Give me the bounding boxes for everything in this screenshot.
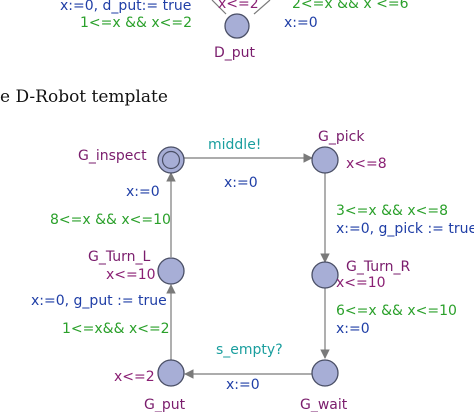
update-pick-to-turn-r: x:=0, g_pick := true <box>336 221 474 237</box>
top-guard-left: 1<=x && x<=2 <box>80 15 192 31</box>
top-fragment: x:=0, d_put:= true x<=2 2<=x && x <=6 1<… <box>60 0 409 61</box>
top-invariant-partial: x<=2 <box>218 0 259 12</box>
state-name-g-pick: G_pick <box>318 129 365 145</box>
edge-into-d-put-left <box>211 0 227 15</box>
invariant-g-turn-r: x<=10 <box>336 275 386 291</box>
sync-s-empty: s_empty? <box>216 342 283 358</box>
location-g-pick <box>311 146 339 174</box>
update-put-to-turn-l: x:=0, g_put := true <box>31 293 167 309</box>
update-wait-to-put: x:=0 <box>226 377 260 393</box>
invariant-g-pick: x<=8 <box>346 156 387 172</box>
guard-put-to-turn-l: 1<=x&& x<=2 <box>62 321 170 337</box>
sync-middle: middle! <box>208 137 261 153</box>
edge-into-d-put-right <box>253 0 271 15</box>
location-g-turn-r <box>311 261 339 289</box>
locations <box>157 146 339 387</box>
top-update-left: x:=0, d_put:= true <box>60 0 191 14</box>
initial-location-marker <box>161 150 181 170</box>
state-name-g-inspect: G_inspect <box>78 148 147 164</box>
state-name-g-turn-l: G_Turn_L <box>88 249 151 265</box>
location-d-put <box>224 13 250 39</box>
location-g-put <box>157 359 185 387</box>
update-inspect-to-pick: x:=0 <box>224 175 258 191</box>
invariant-g-put: x<=2 <box>114 369 155 385</box>
guard-pick-to-turn-r: 3<=x && x<=8 <box>336 203 448 219</box>
location-g-wait <box>311 359 339 387</box>
guard-turn-r-to-wait: 6<=x && x<=10 <box>336 303 457 319</box>
state-name-g-put: G_put <box>144 397 186 412</box>
state-name-d-put: D_put <box>214 45 256 61</box>
invariant-g-turn-l: x<=10 <box>106 267 156 283</box>
state-name-g-wait: G_wait <box>300 397 348 412</box>
location-g-turn-l <box>157 257 185 285</box>
top-guard-right-partial: 2<=x && x <=6 <box>292 0 409 12</box>
edges <box>166 153 330 379</box>
update-turn-l-to-inspect: x:=0 <box>126 184 160 200</box>
location-g-inspect <box>157 146 185 174</box>
top-update-right: x:=0 <box>284 15 318 31</box>
update-turn-r-to-wait: x:=0 <box>336 321 370 337</box>
guard-turn-l-to-inspect: 8<=x && x<=10 <box>50 212 171 228</box>
state-name-g-turn-r: G_Turn_R <box>346 259 411 275</box>
figure-caption: e D-Robot template <box>0 87 168 107</box>
